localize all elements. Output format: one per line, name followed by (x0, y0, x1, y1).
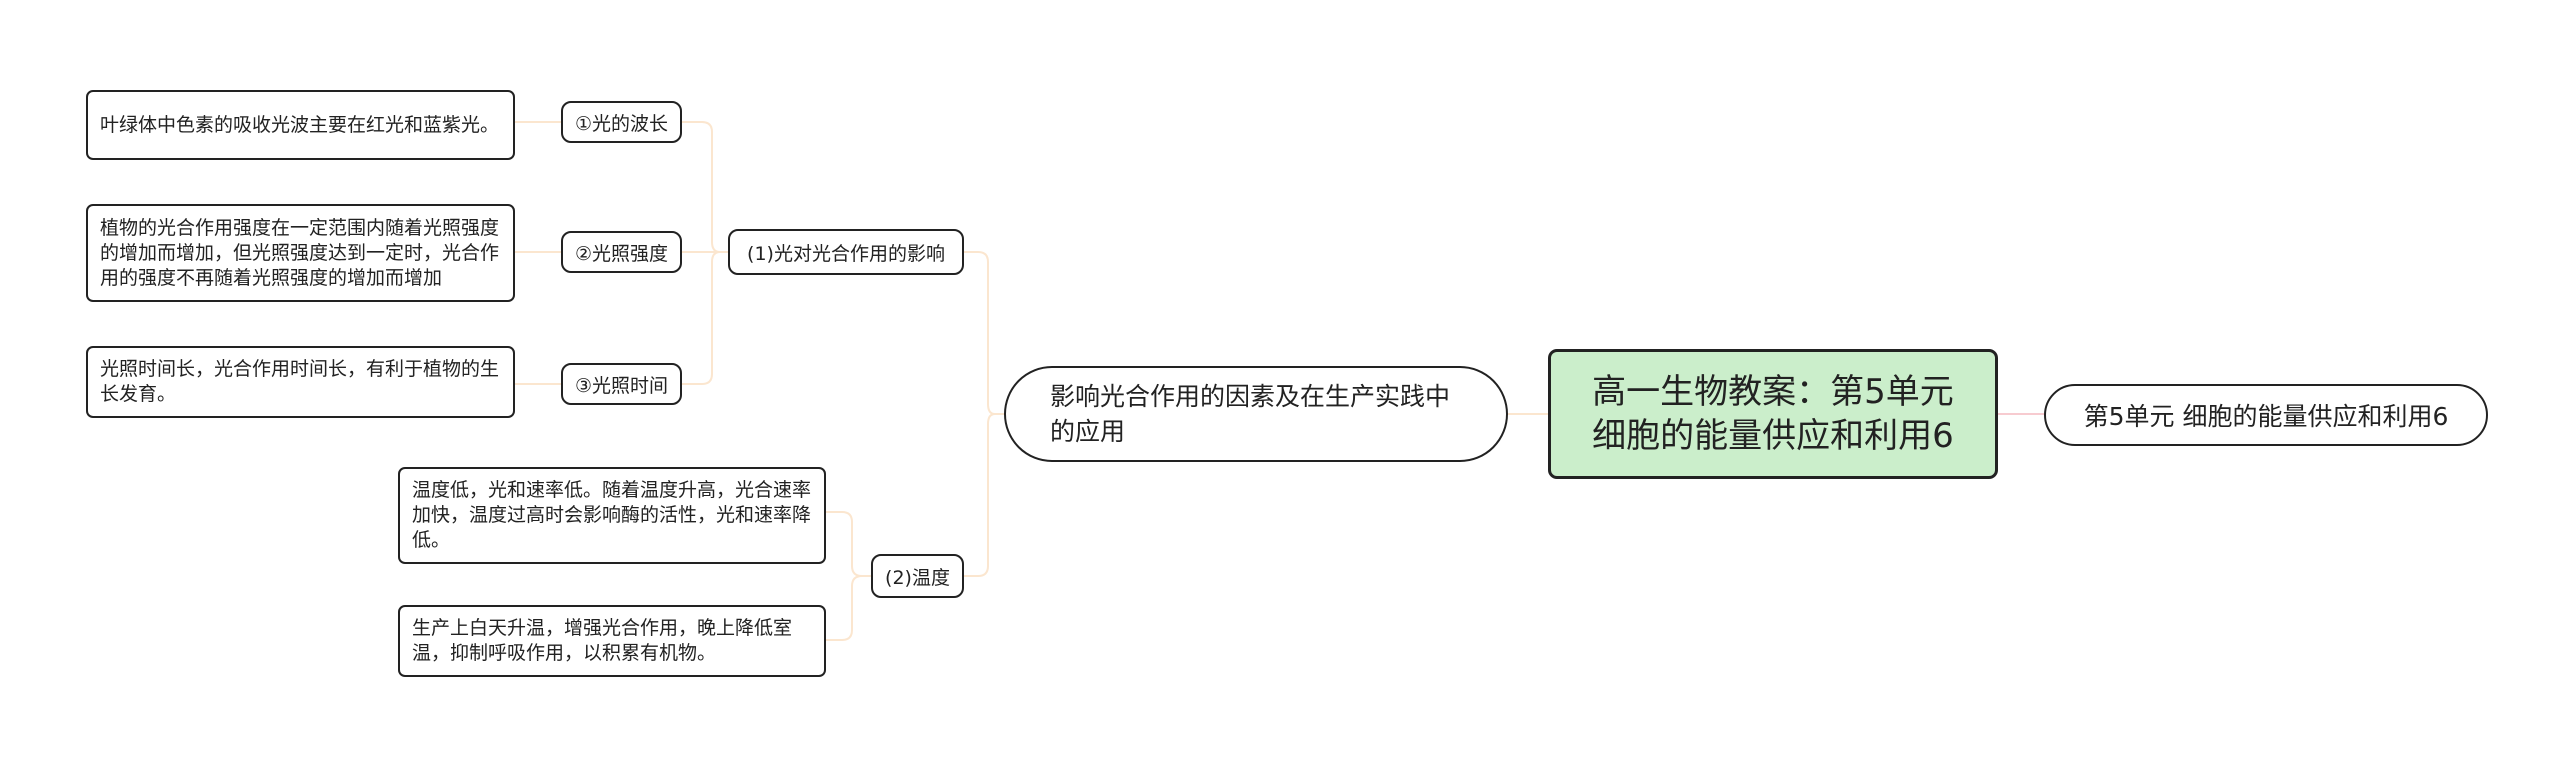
intensity-label: ②光照强度 (574, 242, 669, 265)
temp-application-detail[interactable]: 生产上白天升温，增强光合作用，晚上降低室温，抑制呼吸作用，以积累有机物。 (398, 605, 826, 677)
edge-temp-to-effect (826, 511, 871, 577)
branch-temp-label: (2)温度 (885, 566, 950, 589)
intensity-detail[interactable]: 植物的光合作用强度在一定范围内随着光照强度的增加而增加，但光照强度达到一定时，光… (86, 204, 515, 302)
root-title-line2: 细胞的能量供应和利用6 (1592, 416, 1954, 456)
edge-light-to-wavelength (682, 121, 728, 253)
intensity-node[interactable]: ②光照强度 (561, 231, 682, 273)
edge-main-to-branch-light (964, 251, 1004, 415)
wavelength-detail[interactable]: 叶绿体中色素的吸收光波主要在红光和蓝紫光。 (86, 90, 515, 160)
right-node-label: 第5单元 细胞的能量供应和利用6 (2083, 402, 2449, 431)
temp-application-detail-text: 生产上白天升温，增强光合作用，晚上降低室温，抑制呼吸作用，以积累有机物。 (412, 617, 793, 664)
branch-light-node[interactable]: (1)光对光合作用的影响 (728, 229, 964, 275)
light-time-label: ③光照时间 (574, 374, 669, 397)
edge-main-to-branch-temp (964, 413, 1004, 577)
right-node[interactable]: 第5单元 细胞的能量供应和利用6 (2044, 384, 2488, 446)
light-time-node[interactable]: ③光照时间 (561, 363, 682, 405)
root-title: 高一生物教案：第5单元 细胞的能量供应和利用6 (1592, 370, 1954, 458)
main-topic-label: 影响光合作用的因素及在生产实践中的应用 (1050, 382, 1451, 446)
intensity-detail-text: 植物的光合作用强度在一定范围内随着光照强度的增加而增加，但光照强度达到一定时，光… (100, 216, 500, 289)
temp-effect-detail[interactable]: 温度低，光和速率低。随着温度升高，光合速率加快，温度过高时会影响酶的活性，光和速… (398, 467, 826, 564)
root-node[interactable]: 高一生物教案：第5单元 细胞的能量供应和利用6 (1548, 349, 1998, 479)
temp-effect-detail-text: 温度低，光和速率低。随着温度升高，光合速率加快，温度过高时会影响酶的活性，光和速… (412, 479, 812, 551)
light-time-detail-text: 光照时间长，光合作用时间长，有利于植物的生长发育。 (100, 358, 500, 405)
edge-temp-to-application (826, 575, 871, 641)
wavelength-node[interactable]: ①光的波长 (561, 101, 682, 143)
wavelength-detail-text: 叶绿体中色素的吸收光波主要在红光和蓝紫光。 (100, 113, 500, 136)
wavelength-label: ①光的波长 (574, 112, 669, 135)
branch-temp-node[interactable]: (2)温度 (871, 554, 964, 598)
root-title-line1: 高一生物教案：第5单元 (1592, 372, 1954, 412)
main-topic-node[interactable]: 影响光合作用的因素及在生产实践中的应用 (1004, 366, 1508, 462)
light-time-detail[interactable]: 光照时间长，光合作用时间长，有利于植物的生长发育。 (86, 346, 515, 418)
edge-light-to-time (682, 251, 728, 385)
branch-light-label: (1)光对光合作用的影响 (747, 242, 945, 265)
